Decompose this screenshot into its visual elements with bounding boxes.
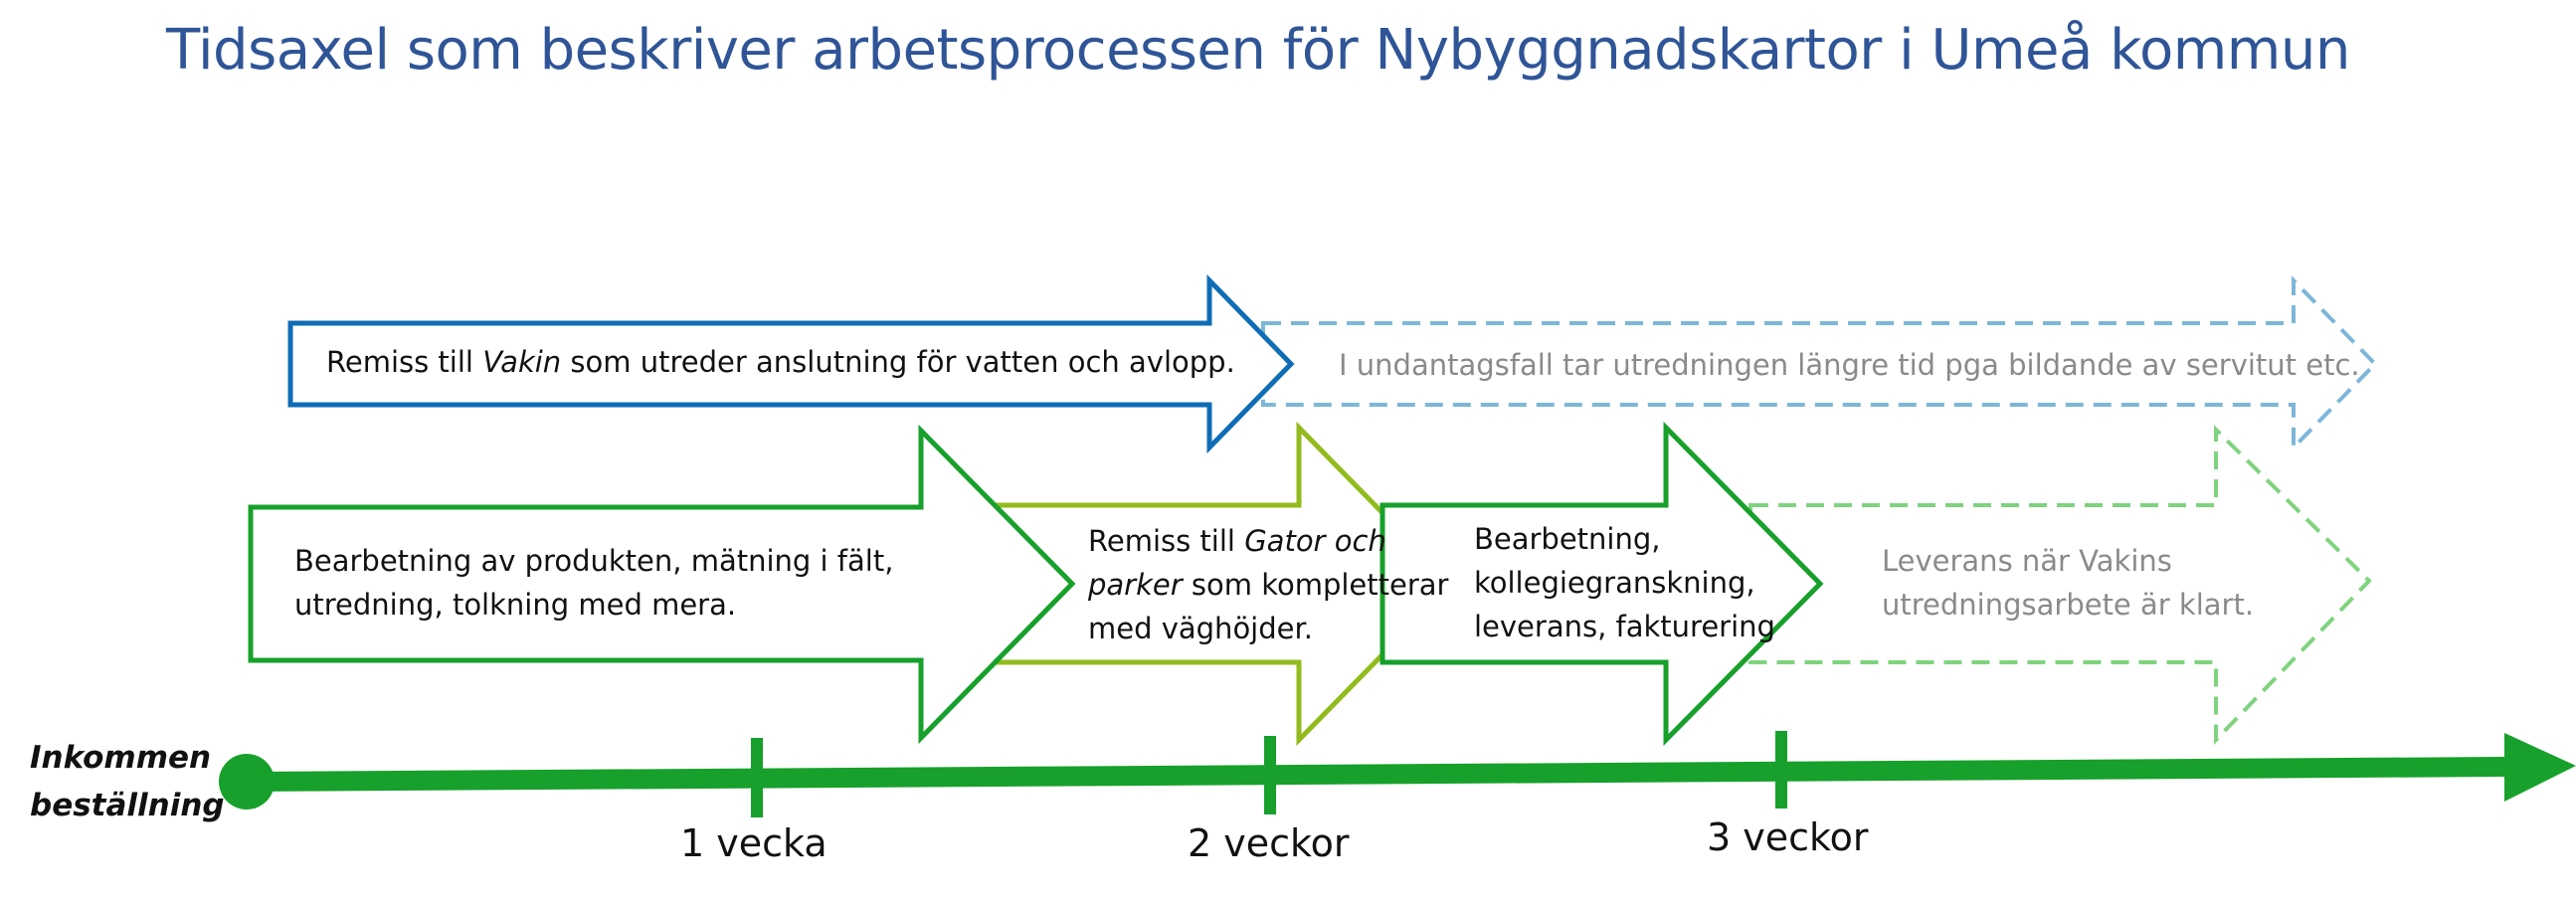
processing-arrow: [248, 424, 1076, 745]
timeline-start-line-2: beställning: [30, 788, 225, 823]
gator-parker-arrow: [987, 421, 1456, 747]
timeline-start-label: Inkommen beställning: [30, 734, 225, 829]
tick-label-2: 2 veckor: [1188, 821, 1350, 865]
gator-parker-suffix: som kompletterar: [1182, 568, 1449, 602]
timeline-tick-3: [1775, 731, 1787, 809]
tick-label-3: 3 veckor: [1707, 815, 1869, 859]
gator-parker-line-1: Remiss till Gator och: [1088, 519, 1448, 563]
vakin-remiss-suffix: som utreder anslutning för vatten och av…: [561, 345, 1235, 379]
vakin-remiss-arrow: [287, 273, 1295, 454]
gator-parker-line-3: med väghöjder.: [1088, 612, 1313, 645]
tick-label-1: 1 vecka: [680, 821, 828, 865]
final-processing-line-1: Bearbetning,: [1474, 522, 1661, 556]
timeline-start-dot: [219, 754, 275, 809]
processing-line-1: Bearbetning av produkten, mätning i fält…: [294, 544, 894, 578]
final-processing-line-3: leverans, fakturering: [1474, 610, 1775, 643]
timeline-tick-2: [1264, 736, 1276, 814]
final-processing-line-2: kollegiegranskning,: [1474, 566, 1755, 600]
vakin-remiss-label: Remiss till Vakin som utreder anslutning…: [326, 340, 1235, 384]
timeline-axis: [247, 733, 2576, 802]
processing-line-2: utredning, tolkning med mera.: [294, 588, 737, 622]
gator-parker-line-2: parker som kompletterar: [1088, 563, 1448, 607]
final-processing-label: Bearbetning, kollegiegranskning, leveran…: [1474, 517, 1775, 648]
page-title: Tidsaxel som beskriver arbetsprocessen f…: [166, 18, 2350, 83]
vakin-name: Vakin: [482, 345, 562, 379]
timeline-start-line-1: Inkommen: [30, 740, 212, 776]
processing-label: Bearbetning av produkten, mätning i fält…: [294, 539, 893, 627]
delivery-extension-line-2: utredningsarbete är klart.: [1882, 588, 2255, 622]
gator-parker-emphasis-2: parker: [1088, 568, 1183, 602]
vakin-extension-label: I undantagsfall tar utredningen längre t…: [1339, 348, 2360, 382]
timeline-tick-1: [751, 738, 763, 817]
vakin-remiss-prefix: Remiss till: [326, 345, 483, 379]
delivery-extension-label: Leverans när Vakins utredningsarbete är …: [1882, 539, 2254, 627]
gator-parker-prefix: Remiss till: [1088, 524, 1245, 558]
gator-parker-label: Remiss till Gator och parker som komplet…: [1088, 519, 1448, 650]
delivery-extension-line-1: Leverans när Vakins: [1882, 544, 2172, 578]
gator-parker-emphasis-1: Gator och: [1244, 524, 1386, 558]
vakin-extension-dashed-arrow: [1261, 275, 2378, 452]
delivery-extension-dashed-arrow: [1748, 425, 2372, 745]
final-processing-arrow: [1380, 421, 1824, 747]
